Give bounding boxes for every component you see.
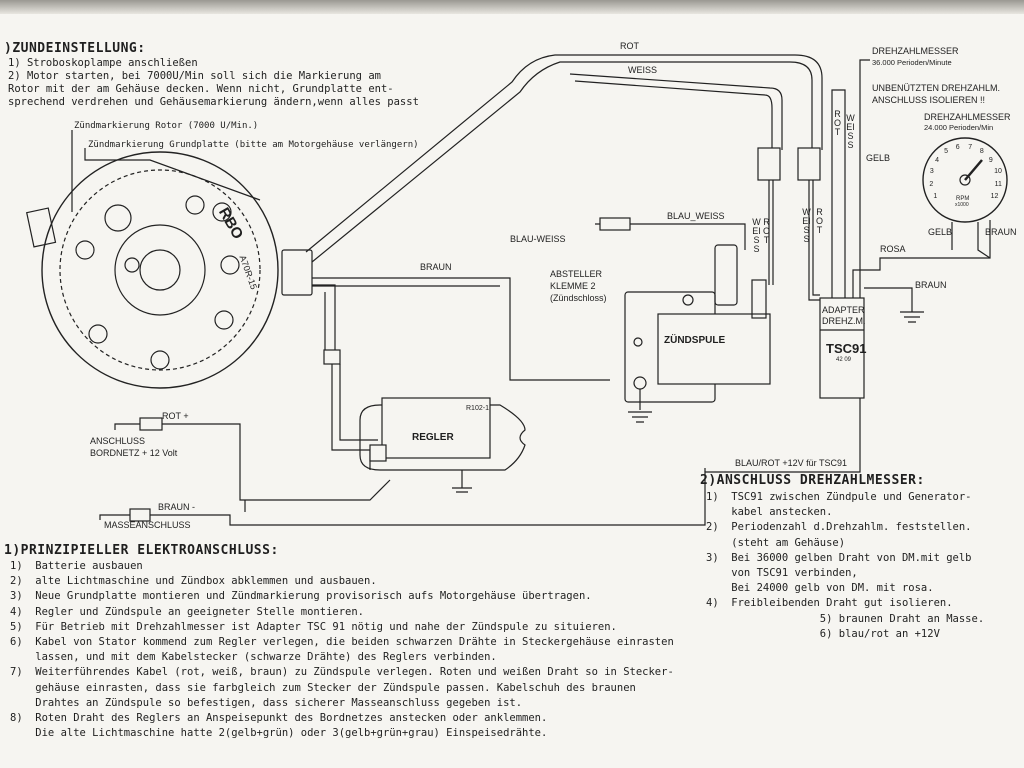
- adapter-label-2: DREHZ.M.: [822, 316, 866, 326]
- anschluss-dm-line-8: 4) Freibleibenden Draht gut isolieren.: [706, 597, 953, 610]
- gauge-tick-7: 7: [968, 143, 973, 151]
- absteller-line-1: ABSTELLER: [550, 269, 603, 279]
- rot-plus-label: ROT +: [162, 411, 189, 421]
- prinzipieller-line-9: gehäuse einrasten, dass sie farbgleich z…: [10, 681, 636, 694]
- anschluss-dm-line-3: 2) Periodenzahl d.Drehzahlm. feststellen…: [706, 521, 972, 534]
- weiss-top-label: WEISS: [628, 65, 658, 75]
- weiss-vertical-1: WEISS: [752, 217, 761, 254]
- anschluss-dm-line-10: 6) blau/rot an +12V: [706, 627, 940, 640]
- gauge-x1000-label: x1000: [955, 202, 969, 208]
- prinzipieller-line-12: Die alte Lichtmaschine hatte 2(gelb+grün…: [10, 727, 548, 740]
- gauge-tick-1: 1: [933, 192, 938, 200]
- braun-minus-label: BRAUN -: [158, 502, 196, 512]
- anschluss-label-1: ANSCHLUSS: [90, 436, 146, 446]
- zuendeinstellung-line-4: sprechend verdrehen und Gehäusemarkierun…: [8, 96, 419, 108]
- masseanschluss-label: MASSEANSCHLUSS: [104, 520, 191, 530]
- prinzipieller-line-8: 7) Weiterführendes Kabel (rot, weiß, bra…: [10, 666, 674, 679]
- blau-weiss-left-label: BLAU-WEISS: [510, 234, 566, 244]
- gauge-tick-12: 12: [990, 192, 999, 200]
- dm2-title: DREHZAHLMESSER: [924, 112, 1011, 122]
- gauge-tick-9: 9: [988, 156, 993, 164]
- anschluss-dm-line-6: von TSC91 verbinden,: [706, 567, 858, 579]
- anschluss-dm-line-5: 3) Bei 36000 gelben Draht von DM.mit gel…: [706, 551, 972, 564]
- adapter-label-1: ADAPTER: [822, 305, 865, 315]
- tsc91-code: 42 09: [836, 357, 852, 363]
- dm1-title: DREHZAHLMESSER: [872, 46, 959, 56]
- prinzipieller-line-5: 5) Für Betrieb mit Drehzahlmesser ist Ad…: [10, 620, 617, 633]
- rot-vertical-1: ROT: [762, 217, 770, 245]
- dm2-sub: 24.000 Perioden/Min: [924, 123, 994, 132]
- regler-label: REGLER: [412, 432, 454, 443]
- plate-mark-label: Zündmarkierung Grundplatte (bitte am Mot…: [88, 140, 419, 150]
- prinzipieller-line-4: 4) Regler und Zündspule an geeigneter St…: [10, 605, 365, 618]
- prinzipieller-line-6: 6) Kabel von Stator kommend zum Regler v…: [10, 636, 674, 648]
- gauge-tick-4: 4: [935, 156, 940, 164]
- rot-vertical-3: ROT: [833, 109, 841, 137]
- regler-code: R102-1: [466, 405, 489, 412]
- paper-top-shadow: [0, 0, 1024, 14]
- braun-mid-label: BRAUN: [420, 262, 452, 272]
- prinzipieller-line-1: 1) Batterie ausbauen: [10, 560, 143, 572]
- absteller-line-2: KLEMME 2: [550, 281, 596, 291]
- gauge-tick-8: 8: [979, 148, 984, 156]
- braun-dm-label: BRAUN: [985, 227, 1017, 237]
- gelb-label-1: GELB: [866, 153, 891, 163]
- rosa-label: ROSA: [880, 244, 906, 254]
- regler-unit: [359, 397, 526, 493]
- prinzipieller-line-11: 8) Roten Draht des Reglers an Anspeisepu…: [10, 712, 548, 724]
- rotor-mark-label: Zündmarkierung Rotor (7000 U/Min.): [74, 121, 259, 131]
- gauge-tick-2: 2: [929, 180, 934, 188]
- absteller-line-3: (Zündschloss): [550, 293, 607, 303]
- anschluss-label-2: BORDNETZ + 12 Volt: [90, 448, 178, 458]
- dm1-sub: 36.000 Perioden/Minute: [872, 58, 952, 67]
- prinzipieller-line-10: Drahtes an Zündspule so befestigen, dass…: [10, 696, 523, 709]
- tsc91-label: TSC91: [826, 341, 867, 356]
- gauge-tick-3: 3: [929, 168, 934, 176]
- anschluss-dm-line-4: (steht am Gehäuse): [706, 536, 846, 549]
- anschluss-dm-line-1: 1) TSC91 zwischen Zündpule und Generator…: [706, 491, 972, 503]
- zuendeinstellung-line-2: 2) Motor starten, bei 7000U/Min soll sic…: [8, 70, 381, 82]
- rot-vertical-2: ROT: [815, 207, 823, 235]
- gauge-tick-11: 11: [994, 180, 1002, 188]
- blau-weiss-right-label: BLAU_WEISS: [667, 211, 725, 221]
- gauge-tick-10: 10: [994, 168, 1002, 176]
- weiss-vertical-3: WEISS: [846, 113, 855, 150]
- anschluss-dm-title: 2)ANSCHLUSS DREHZAHLMESSER:: [700, 473, 925, 488]
- gauge-rpm-label: RPM: [956, 196, 970, 202]
- unbenutzt-line-2: ANSCHLUSS ISOLIEREN !!: [872, 95, 986, 105]
- anschluss-dm-line-7: Bei 24000 gelb von DM. mit rosa.: [706, 582, 934, 595]
- rot-top-label: ROT: [620, 41, 639, 51]
- gauge-tick-5: 5: [944, 148, 949, 156]
- anschluss-dm-line-2: kabel anstecken.: [706, 506, 833, 519]
- zuendspule-label: ZÜNDSPULE: [664, 335, 726, 346]
- anschluss-dm-line-9: 5) braunen Draht an Masse.: [706, 612, 985, 625]
- weiss-vertical-2: WEISS: [802, 207, 811, 244]
- rotor-stator: [25, 151, 313, 389]
- gauge-tick-6: 6: [955, 143, 960, 151]
- prinzipieller-title: 1)PRINZIPIELLER ELEKTROANSCHLUSS:: [4, 543, 279, 558]
- gelb-label-2: GELB: [928, 227, 953, 237]
- braun-right-label: BRAUN: [915, 280, 947, 290]
- prinzipieller-line-2: 2) alte Lichtmaschine und Zündbox abklem…: [10, 575, 377, 588]
- zuendeinstellung-title: )ZUNDEINSTELLUNG:: [4, 41, 146, 56]
- blau-rot-label: BLAU/ROT +12V für TSC91: [735, 458, 847, 468]
- prinzipieller-line-7: lassen, und mit dem Kabelstecker (schwar…: [10, 651, 497, 664]
- prinzipieller-line-3: 3) Neue Grundplatte montieren und Zündma…: [10, 590, 592, 603]
- unbenutzt-line-1: UNBENÜTZTEN DREHZAHLM.: [872, 83, 1001, 93]
- tachometer-gauge: [922, 137, 1008, 259]
- zuendeinstellung-line-1: 1) Stroboskoplampe anschließen: [8, 57, 198, 69]
- zuendeinstellung-line-3: Rotor mit der am Gehäuse decken. Wenn ni…: [8, 83, 394, 95]
